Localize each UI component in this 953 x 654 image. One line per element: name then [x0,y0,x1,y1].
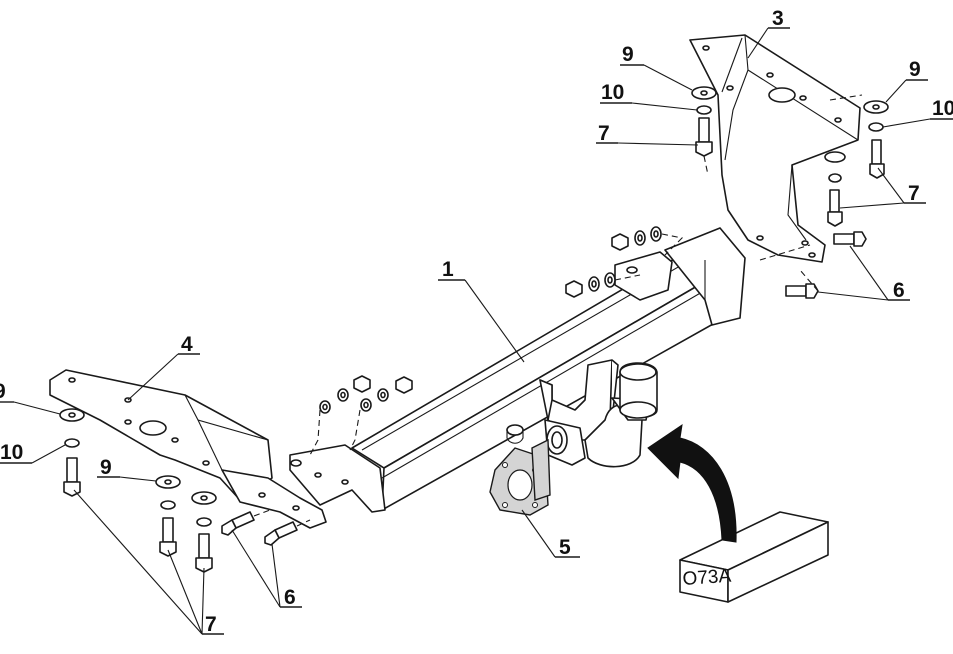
kit-box-label: O73A [682,566,732,590]
callout-7-left: 7 [205,613,217,636]
socket-mounting-plate-part-5 [489,438,551,516]
callout-5: 5 [559,536,571,559]
callout-4: 4 [181,333,193,356]
leader-lines [0,27,953,635]
tow-ball-assembly [506,359,658,468]
callout-9-right-a: 9 [622,43,634,66]
callout-labels: 1 3 4 5 6 6 7 7 7 9 9 10 10 9 9 10 [0,7,953,636]
insert-arrow [647,423,737,543]
callout-6-right: 6 [893,279,905,302]
callout-9-right-b: 9 [909,58,921,81]
callout-9-left-b: 9 [100,456,112,479]
callout-10-right-b: 10 [932,97,953,120]
callout-7-right: 7 [908,182,920,205]
callout-3: 3 [772,7,784,30]
right-bracket-part-3 [689,34,861,263]
kit-box: O73A [679,511,829,603]
callout-9-left-a: 9 [0,380,6,403]
callout-6-left: 6 [284,586,296,609]
callout-10-right-a: 10 [601,81,624,104]
main-crossbeam-part-1 [289,227,746,513]
callout-10-left: 10 [0,441,23,464]
left-side-nuts-washers [309,375,413,456]
callout-1: 1 [442,258,454,281]
left-bracket-part-4 [49,369,327,529]
right-side-nuts-washers [565,226,684,298]
callout-7-upper: 7 [598,122,610,145]
